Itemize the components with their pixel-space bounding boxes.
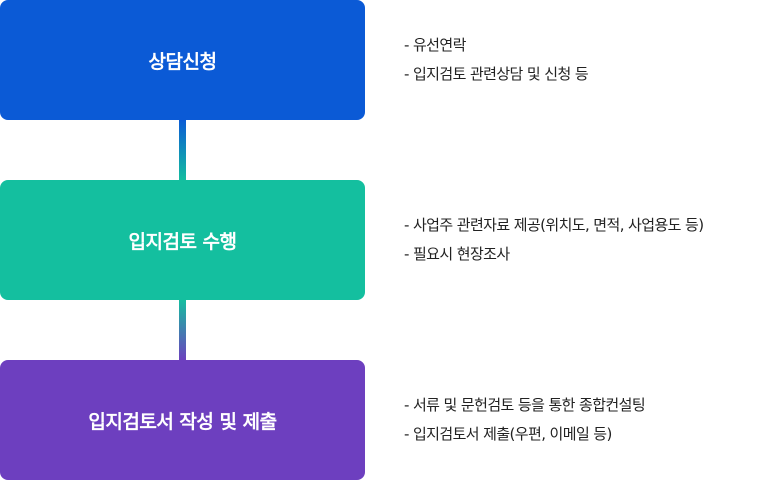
connector-step2-step3 (179, 299, 186, 361)
detail-item: - 입지검토서 제출(우편, 이메일 등) (404, 425, 612, 443)
step-report-submission: 입지검토서 작성 및 제출 (0, 360, 365, 480)
step-title: 상담신청 (148, 50, 217, 73)
detail-item: - 필요시 현장조사 (404, 245, 510, 263)
step-consultation-details: - 유선연락 - 입지검토 관련상담 및 신청 등 (404, 31, 589, 89)
detail-item: - 사업주 관련자료 제공(위치도, 면적, 사업용도 등) (404, 216, 704, 234)
connector-step1-step2 (179, 119, 186, 181)
step-report-submission-details: - 서류 및 문헌검토 등을 통한 종합컨설팅 - 입지검토서 제출(우편, 이… (404, 391, 646, 449)
step-consultation-request: 상담신청 (0, 0, 365, 120)
detail-item: - 서류 및 문헌검토 등을 통한 종합컨설팅 (404, 396, 646, 414)
detail-item: - 입지검토 관련상담 및 신청 등 (404, 65, 589, 83)
step-title: 입지검토 수행 (128, 230, 238, 253)
step-site-review: 입지검토 수행 (0, 180, 365, 300)
step-title: 입지검토서 작성 및 제출 (88, 410, 277, 433)
detail-item: - 유선연락 (404, 36, 466, 54)
step-site-review-details: - 사업주 관련자료 제공(위치도, 면적, 사업용도 등) - 필요시 현장조… (404, 211, 704, 269)
